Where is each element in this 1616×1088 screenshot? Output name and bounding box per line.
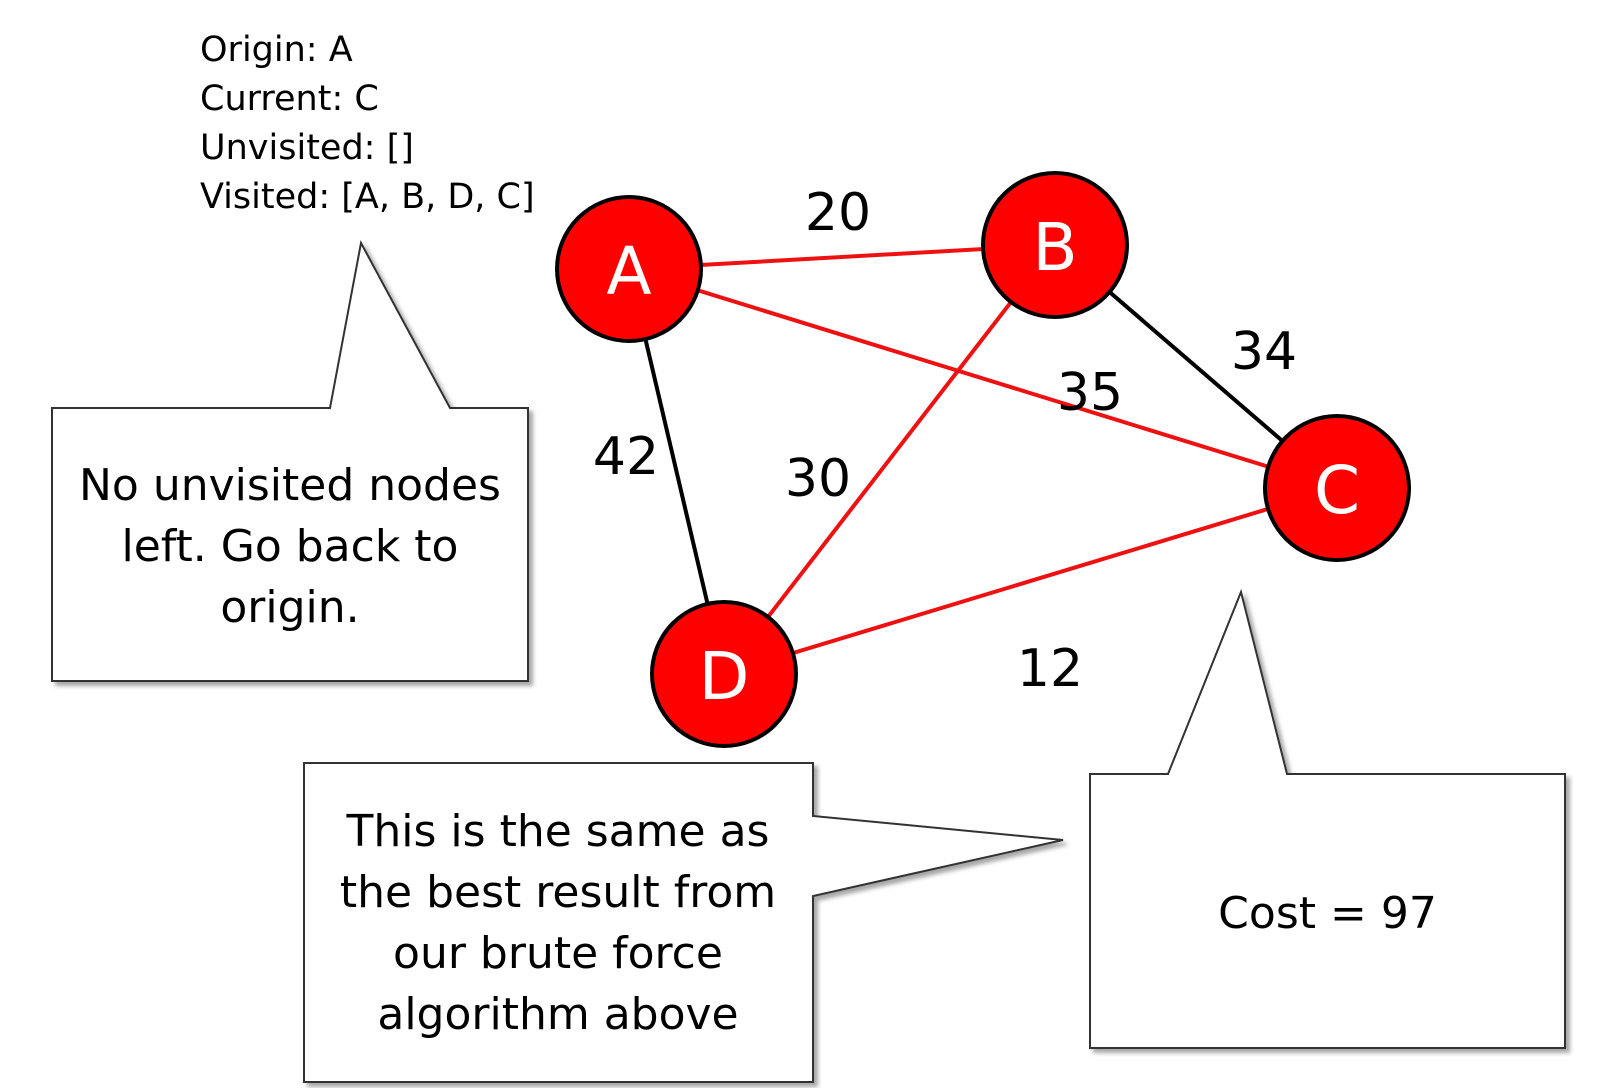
node-a-label: A bbox=[606, 233, 651, 310]
node-b: B bbox=[981, 171, 1129, 319]
node-a: A bbox=[555, 195, 703, 343]
state-current: Current: C bbox=[200, 79, 379, 119]
edge-weight-b-d: 30 bbox=[785, 449, 851, 509]
callout-no-unvisited-text: No unvisited nodes left. Go back to orig… bbox=[79, 460, 501, 633]
state-origin: Origin: A bbox=[200, 30, 353, 70]
edge-weight-a-d: 42 bbox=[593, 427, 659, 487]
callout-cost-shape bbox=[1089, 588, 1566, 1049]
node-d: D bbox=[650, 600, 798, 748]
node-c-label: C bbox=[1314, 452, 1360, 529]
node-c: C bbox=[1263, 414, 1411, 562]
edge-weight-a-b: 20 bbox=[805, 183, 871, 243]
edge-c-d bbox=[723, 486, 1338, 676]
callout-same-as-best-shape bbox=[303, 762, 1064, 1083]
edge-weight-b-c: 34 bbox=[1231, 322, 1297, 382]
edge-weight-c-d: 12 bbox=[1017, 639, 1083, 699]
callout-no-unvisited-shape bbox=[51, 240, 529, 682]
state-unvisited: Unvisited: [] bbox=[200, 128, 414, 168]
node-d-label: D bbox=[699, 638, 750, 715]
edge-b-d bbox=[722, 243, 1057, 676]
edge-weight-a-c: 35 bbox=[1057, 363, 1123, 423]
state-visited: Visited: [A, B, D, C] bbox=[200, 177, 535, 217]
callout-cost-text: Cost = 97 bbox=[1218, 888, 1437, 939]
callout-same-as-best-text: This is the same as the best result from… bbox=[339, 806, 777, 1040]
edge-a-c bbox=[628, 267, 1338, 490]
node-b-label: B bbox=[1032, 209, 1077, 286]
